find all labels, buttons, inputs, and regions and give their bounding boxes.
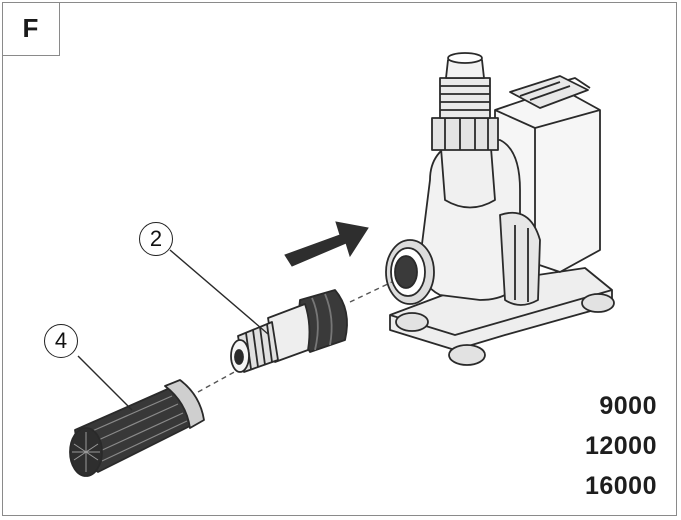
strainer-filter [69, 379, 205, 477]
alignment-line-upper [349, 281, 393, 303]
model-number: 9000 [599, 392, 657, 420]
model-number: 12000 [584, 432, 657, 460]
panel-label: F [2, 2, 60, 56]
direction-arrow-icon [284, 221, 369, 267]
model-list: 9000 12000 16000 [585, 386, 657, 506]
callout-2-label: 2 [149, 226, 163, 251]
callout-2: 2 [139, 222, 173, 256]
alignment-line-lower [197, 369, 239, 393]
callout-4-label: 4 [54, 328, 68, 353]
leader-line-2 [169, 249, 269, 335]
threaded-adapter [230, 289, 348, 373]
callout-4: 4 [44, 324, 78, 358]
pump [385, 52, 615, 366]
leader-line-4 [77, 355, 133, 411]
model-number: 16000 [584, 472, 657, 500]
